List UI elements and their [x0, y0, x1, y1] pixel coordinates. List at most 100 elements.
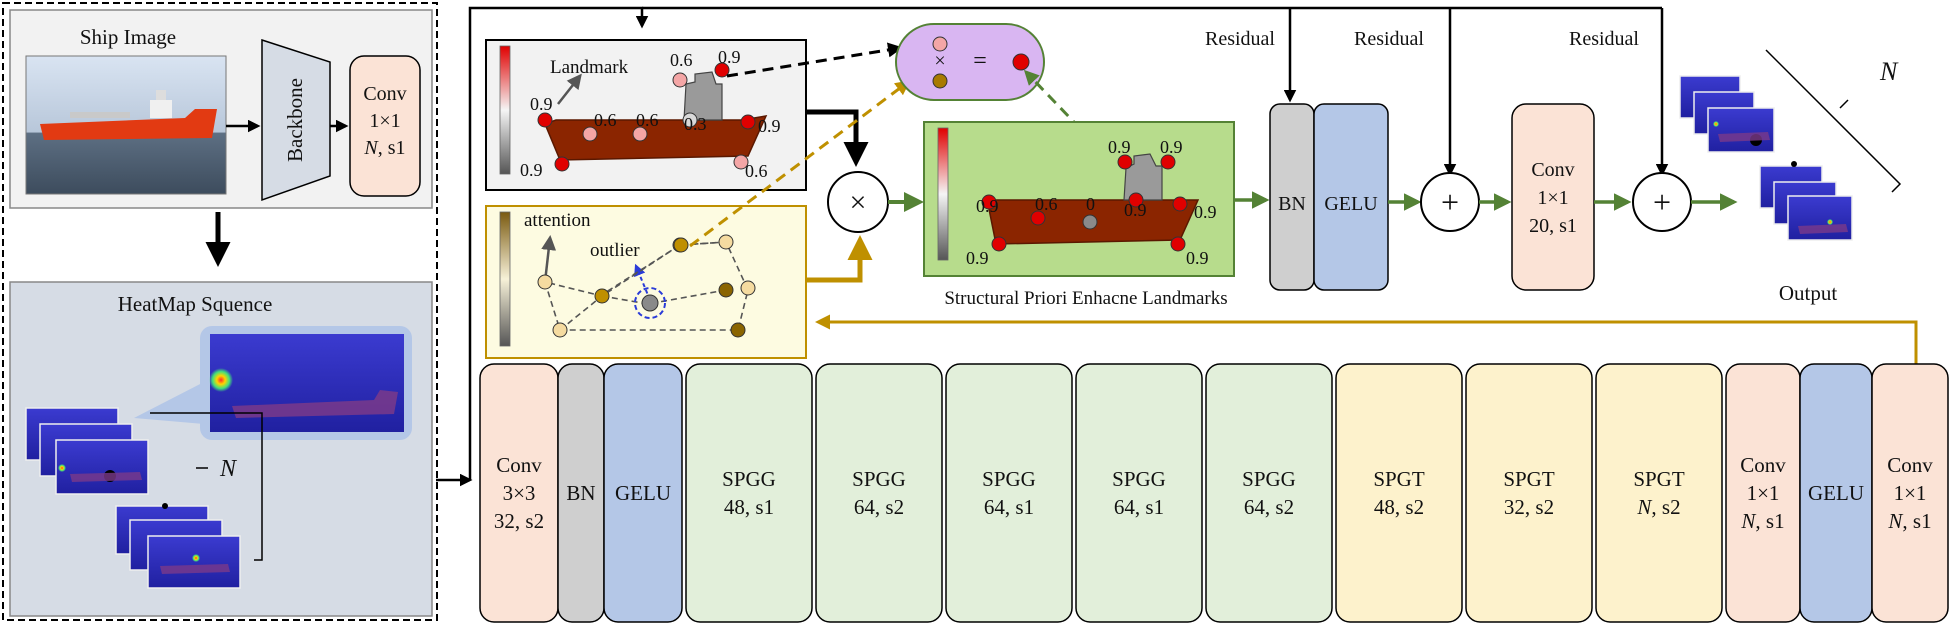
outlier-label: outlier	[590, 240, 640, 261]
pipeline-block-label: SPGG	[1242, 467, 1296, 491]
enhanced-score-label: 0.6	[1035, 194, 1058, 214]
head-gelu-label: GELU	[1324, 193, 1378, 215]
pipeline-block-label: SPGG	[722, 467, 776, 491]
pipeline-block-box	[1335, 363, 1463, 623]
combine-times-symbol: ×	[934, 50, 945, 72]
pipeline-block-label: BN	[566, 481, 595, 505]
pipeline-block-label: 48, s2	[1374, 495, 1424, 519]
pipeline-block-label: SPGT	[1633, 467, 1685, 491]
pipeline-block-label: SPGG	[1112, 467, 1166, 491]
pipeline-block-spgg: SPGG 64, s1	[1075, 363, 1203, 623]
landmark-score-label: 0.9	[718, 47, 741, 67]
enhanced-score-label: 0.9	[976, 196, 999, 216]
landmark-score-label: 0.9	[758, 116, 781, 136]
pipeline-block-label: 64, s1	[1114, 495, 1164, 519]
heatmap-title: HeatMap Squence	[118, 292, 273, 316]
residual-label-3: Residual	[1569, 28, 1639, 50]
output-stack-2	[1759, 161, 1853, 241]
attention-colorbar	[499, 211, 511, 347]
pipeline-block-label: Conv	[1740, 453, 1786, 477]
pipeline-block-label: Conv	[1887, 453, 1933, 477]
attention-points	[537, 234, 756, 338]
landmark-to-multiply-arrow	[806, 109, 869, 167]
pipeline-block-box	[945, 363, 1073, 623]
pipeline-feedback-arrow	[815, 314, 1918, 364]
pipeline-block-label: 64, s1	[984, 495, 1034, 519]
landmark-scores: 0.6 0.9 0.9 0.6 0.6 0.3 0.9 0.9 0.6	[520, 47, 781, 181]
attention-label: attention	[524, 210, 591, 231]
heatmap-stack-1	[25, 407, 149, 495]
ship-image-title: Ship Image	[80, 25, 176, 49]
ship-photo	[25, 55, 227, 195]
pipeline-block-gelu: GELU	[1799, 363, 1873, 623]
pipeline-row: Conv 3×3 32, s2 BN GELU SPGG 48, s1 SPGG 64, s2 S…	[479, 363, 1949, 623]
pipeline-block-box	[815, 363, 943, 623]
landmark-pointer-arrow	[557, 73, 582, 105]
enhanced-score-label: 0.9	[1194, 202, 1217, 222]
enhanced-score-label: 0.9	[1124, 200, 1147, 220]
head-conv-block	[1511, 103, 1595, 291]
pipeline-block-label: SPGT	[1503, 467, 1555, 491]
heatmap-stack-2	[115, 503, 241, 589]
pipeline-block-conv: Conv 3×3 32, s2	[479, 363, 559, 623]
landmark-score-label: 0.9	[520, 160, 543, 180]
add-symbol-2: +	[1653, 184, 1671, 220]
enhanced-points	[981, 154, 1188, 252]
enhanced-score-label: 0	[1086, 194, 1095, 214]
pipeline-block-box	[1205, 363, 1333, 623]
pipeline-block-label: GELU	[1808, 481, 1864, 505]
landmark-to-combine-arrow	[726, 42, 903, 78]
landmark-label: Landmark	[550, 57, 629, 78]
pipeline-block-label: 32, s2	[494, 509, 544, 533]
combine-equals-symbol: =	[973, 48, 987, 74]
landmark-score-label: 0.6	[670, 50, 693, 70]
pipeline-block-label: SPGT	[1373, 467, 1425, 491]
head-conv-line3: 20, s1	[1529, 215, 1577, 237]
pipeline-block-label: SPGG	[982, 467, 1036, 491]
pipeline-block-label: N, s1	[1740, 509, 1784, 533]
heatmap-callout	[134, 326, 412, 440]
input-panel: Ship Image Backbone Conv 1×1 N, s1 HeatM…	[2, 2, 438, 621]
outlier-pointer-arrow	[634, 263, 651, 301]
pipeline-block-conv: Conv 1×1 N, s1	[1871, 363, 1949, 623]
ship-tower	[683, 71, 723, 121]
head-conv-line2: 1×1	[1537, 187, 1568, 209]
residual-label-2: Residual	[1354, 28, 1424, 50]
enhanced-landmark-panel: 0.9 0.9 0.9 0.6 0 0.9 0.9 0.9 0.9	[923, 121, 1235, 277]
pipeline-block-box	[1465, 363, 1593, 623]
landmark-points	[537, 62, 756, 172]
n-bracket	[150, 412, 263, 561]
enhanced-score-label: 0.9	[966, 248, 989, 268]
pipeline-block-box	[1075, 363, 1203, 623]
left-conv-block	[349, 55, 421, 197]
output-label: Output	[1779, 281, 1838, 305]
pipeline-block-gelu: GELU	[603, 363, 683, 623]
landmark-score-label: 0.6	[594, 110, 617, 130]
pipeline-block-label: Conv	[496, 453, 542, 477]
pipeline-block-label: 64, s2	[854, 495, 904, 519]
pipeline-block-label: 48, s1	[724, 495, 774, 519]
enhanced-title: Structural Priori Enhacne Landmarks	[944, 288, 1227, 309]
pipeline-block-label: 1×1	[1747, 481, 1780, 505]
output-n-label: N	[1879, 57, 1899, 86]
combine-blob: × =	[895, 23, 1045, 101]
attention-graph	[544, 241, 749, 331]
pipeline-block-label: GELU	[615, 481, 671, 505]
pipeline-block-label: N, s1	[1887, 509, 1931, 533]
head-conv-line1: Conv	[1531, 159, 1574, 181]
enhanced-score-label: 0.9	[1186, 248, 1209, 268]
pipeline-block-bn: BN	[557, 363, 605, 623]
pipeline-block-box	[685, 363, 813, 623]
pipeline-block-label: 1×1	[1894, 481, 1927, 505]
enhanced-scores: 0.9 0.9 0.9 0.6 0 0.9 0.9 0.9 0.9	[966, 137, 1217, 268]
outlier-ring	[634, 287, 666, 319]
attention-panel: attention outlier	[485, 205, 807, 359]
pipeline-block-label: 3×3	[503, 481, 536, 505]
landmark-score-label: 0.3	[684, 114, 707, 134]
pipeline-block-spgg: SPGG 48, s1	[685, 363, 813, 623]
pipeline-block-box	[603, 363, 683, 623]
left-conv-line2: 1×1	[369, 110, 400, 132]
landmark-score-label: 0.9	[530, 94, 553, 114]
pipeline-block-label: N, s2	[1636, 495, 1680, 519]
